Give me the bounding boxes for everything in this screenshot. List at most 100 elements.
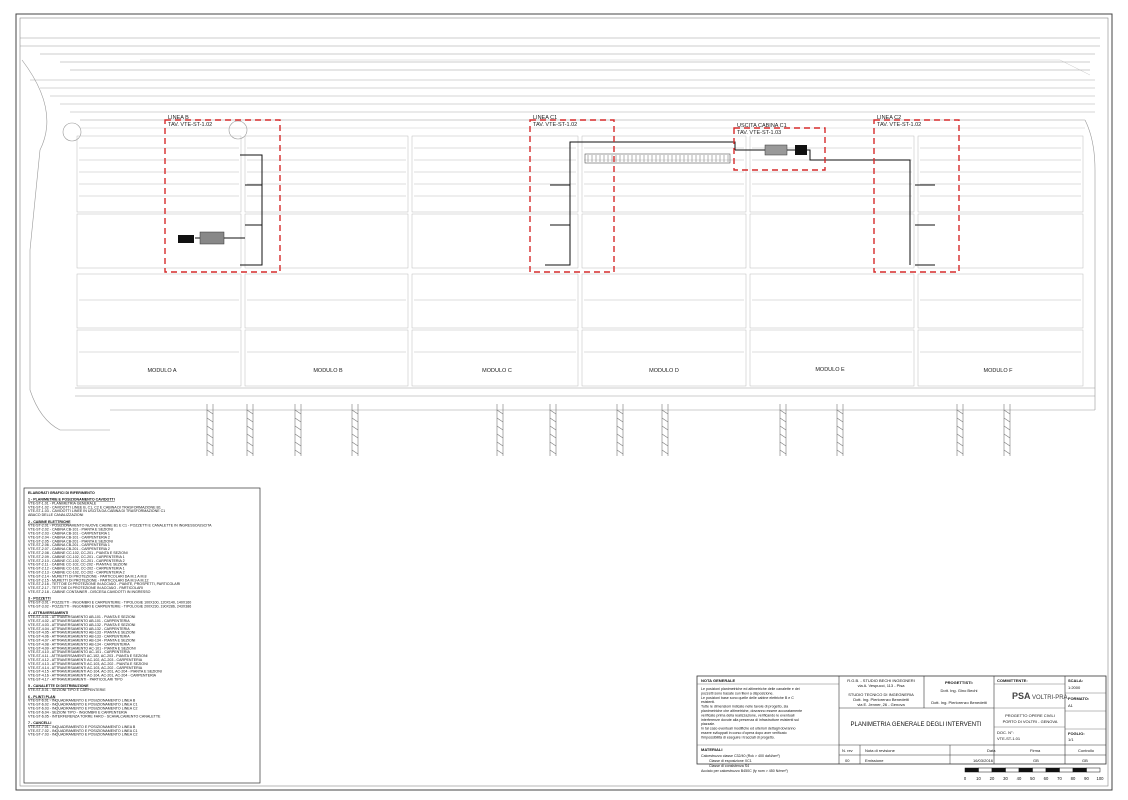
firm-line-2: via A. Vespucci, 113 - Pisa (858, 683, 906, 688)
module-label-b: MODULO B (313, 368, 343, 374)
note-line: piazzale. (701, 722, 715, 726)
zone-ref-c1: TAV. VTE-ST-1.02 (533, 122, 577, 128)
format-value: A1 (1068, 703, 1074, 708)
client-label: COMMITTENTE: (997, 678, 1028, 683)
scale-label: 70 (1057, 776, 1062, 781)
legend-item: VTE-ST-2.15 - MURETTI DI PROTEZIONE - PA… (28, 578, 148, 582)
doc-value: VTE-ST-1.01 (997, 736, 1021, 741)
note-line: In tal caso eventuali modifiche ed ulter… (701, 727, 796, 731)
client-logo-voltri: VOLTRI-PRA (1032, 695, 1068, 701)
studio-line-3: via E. Jenner, 26 - Genova (857, 702, 905, 707)
legend-item: VTE-ST-2.18 - CABINE CONTAINER - DISCESA… (28, 590, 151, 594)
note-line: planimetriche che altimetriche, dovranno… (701, 709, 802, 713)
scale-label: 50 (1030, 776, 1035, 781)
legend-item: VTE-ST-4.16 - ATTRAVERSAMENTI AC-104, AC… (28, 674, 157, 678)
legend-item: VTE-ST-2.14 - MURETTI DI PROTEZIONE - PA… (28, 574, 146, 578)
designer-1: Dott. Ing. Gino Bechi (941, 688, 978, 693)
rev-header-n: N. rev (842, 748, 853, 753)
module-label-a: MODULO A (147, 368, 176, 374)
legend-item: VTE-ST-4.03 - ATTRAVERSAMENTO AB-132 - P… (28, 623, 135, 627)
legend-item: VTE-ST-2.08 - CABINE CC-102, CC-201 - PI… (28, 551, 128, 555)
materials-title: MATERIALI (701, 747, 722, 752)
format-label: FORMATO: (1068, 696, 1089, 701)
module-label-d: MODULO D (649, 368, 679, 374)
legend-section-heading: 2 - CABINE ELETTRICHE (28, 520, 71, 524)
project-line-1: PROGETTO OPERE CIVILI (1005, 713, 1055, 718)
legend-item: VTE-ST-7.03 - INQUADRAMENTO E POSIZIONAM… (28, 733, 138, 737)
title-block: NOTA GENERALE Le posizioni planimetriche… (696, 675, 1107, 773)
note-title: NOTA GENERALE (701, 678, 736, 683)
module-label-c: MODULO C (482, 368, 512, 374)
legend-item: VTE-ST-4.11 - ATTRAVERSAMENTI AC-102, AC… (28, 654, 148, 658)
note-line: l'impossibilità di eseguire i tracciati … (701, 735, 775, 739)
legend-item: VTE-ST-4.08 - ATTRAVERSAMENTO AB-134 - C… (28, 642, 130, 646)
legend-item: VTE-ST-3.02 - POZZETTI - INGOMBRI E CARP… (28, 605, 191, 609)
legend-item: VTE-ST-1.02 - CAVIDOTTI LINEE B, C1, C2 … (28, 505, 161, 509)
note-line: essere sviluppati in corso d'opera dopo … (701, 731, 787, 735)
module-label-e: MODULO E (815, 367, 845, 373)
legend-item: VTE-ST-1.01 - PLANIMETRIA GENERALE (28, 501, 97, 505)
legend-title: ELABORATI GRAFICI DI RIFERIMENTO (28, 491, 95, 495)
legend-item: VTE-ST-2.16 - TETTOIE DI PROTEZIONE IN A… (28, 582, 180, 586)
legend-item: VTE-ST-2.11 - CABINE CC-102, CC-202 - PI… (28, 563, 127, 567)
zone-label-c1: LINEA C1 (533, 115, 557, 121)
legend-item: VTE-ST-2.13 - CABINE CC-102, CC-202 - CA… (28, 571, 125, 575)
rev-header-note: Nota di revisione (865, 748, 896, 753)
drawing-title: PLANIMETRIA GENERALE DEGLI INTERVENTI (851, 722, 982, 728)
note-line: Le posizioni base sono quelle delle cabi… (701, 696, 794, 700)
rev-row-note: Emissione (865, 758, 884, 763)
zone-label-b: LINEA B (168, 115, 189, 121)
scale-segment (1032, 767, 1047, 773)
sheet-label: FOGLIO: (1068, 731, 1085, 736)
legend-item: VTE-ST-4.07 - ATTRAVERSAMENTO AB-134 - P… (28, 639, 135, 643)
legend-item: VTE-ST-4.01 - ATTRAVERSAMENTO AB-101 - P… (28, 615, 135, 619)
designer-2: Dott. Ing. Pierlorenzo Benedetti (931, 700, 987, 705)
legend-item: VTE-ST-2.04 - CABINA CB-101 - CARPENTERI… (28, 535, 110, 539)
legend-item: VTE-ST-2.07 - CABINA CB-201 - CARPENTERI… (28, 547, 110, 551)
legend-box: ELABORATI GRAFICI DI RIFERIMENTO 1 - PLAN… (23, 487, 261, 784)
legend-item: VTE-ST-4.13 - ATTRAVERSAMENTI AC-103, AC… (28, 662, 148, 666)
scale-label: 90 (1084, 776, 1089, 781)
legend-item: VTE-ST-4.10 - ATTRAVERSAMENTO AC-101 - C… (28, 650, 130, 654)
legend-item: VTE-ST-7.01 - INQUADRAMENTO E POSIZIONAM… (28, 725, 136, 729)
note-line: esistenti. (701, 700, 715, 704)
legend-item: VTE-ST-6.02 - INQUADRAMENTO E POSIZIONAM… (28, 703, 138, 707)
scale-segment (1059, 767, 1074, 773)
scale-segment (978, 767, 993, 773)
legend-item: VTE-ST-2.06 - CABINA CB-201 - CARPENTERI… (28, 543, 110, 547)
outer-frame (15, 13, 1113, 791)
material-line: Acciaio per calcestruzzo B450C (fy nom >… (701, 769, 788, 773)
note-line: Le posizioni planimetriche ed altimetric… (701, 687, 800, 691)
legend-item: VTE-ST-6.04 - SEZIONI TIPO - INGOMBRI E … (28, 710, 128, 714)
legend-section-heading: 7 - CANCELLI (28, 721, 51, 725)
scale-segment (1045, 767, 1060, 773)
legend-item: VTE-ST-2.09 - CABINE CC-102, CC-201 - CA… (28, 555, 125, 559)
legend-section-heading: 3 - POZZETTI (28, 597, 51, 601)
zone-label-c2: LINEA C2 (877, 115, 901, 121)
scale-label: 30 (1003, 776, 1008, 781)
project-line-2: PORTO DI VOLTRI - GENOVA (1003, 719, 1058, 724)
rev-row-sign: GB (1033, 758, 1039, 763)
material-line: Classe di consistenza S4 (709, 764, 749, 768)
legend-item: VTE-ST-2.02 - CABINA CB-101 - PIANTA E S… (28, 528, 113, 532)
note-line: verificate prima della realizzazione, ve… (701, 713, 795, 717)
legend-item: VTE-ST-4.02 - ATTRAVERSAMENTO AB-101 - C… (28, 619, 130, 623)
note-line: Tutte le dimensioni indicate nelle tavol… (701, 705, 788, 709)
site-plan: LINEA B TAV. VTE-ST-1.02 LINEA C1 TAV. V… (20, 37, 1100, 456)
legend-item: VTE-ST-1.03 - CAVIDOTTI LINEE IN USCITA … (28, 509, 165, 513)
rev-row-n: 00 (845, 758, 850, 763)
studio-line-1: STUDIO TECNICO DI INGEGNERIA (848, 692, 914, 697)
legend-item: VTE-ST-4.09 - ATTRAVERSAMENTO AC-101 - P… (28, 646, 136, 650)
legend-item: VTE-ST-2.12 - CABINE CC-102, CC-202 - CA… (28, 567, 125, 571)
scale-segment (1086, 767, 1101, 773)
client-logo-psa: PSA (1012, 691, 1031, 701)
legend-item: VTE-ST-6.05 - INTERFERENZA TORRE FARO - … (28, 714, 161, 718)
note-line: pozzetti sono basate sui rilievi a dispo… (701, 691, 774, 695)
scale-label: 100 (1097, 776, 1105, 781)
legend-item: VTE-ST-4.05 - ATTRAVERSAMENTO AB-133 - P… (28, 631, 135, 635)
zone-label-uscita: USCITA CABINA C1 (737, 123, 787, 129)
module-label-f: MODULO F (983, 368, 1013, 374)
legend-section-heading: 1 - PLANIMETRIE E POSIZIONAMENTO CAVIDOT… (28, 498, 115, 502)
rev-header-sign: Firma (1030, 748, 1041, 753)
